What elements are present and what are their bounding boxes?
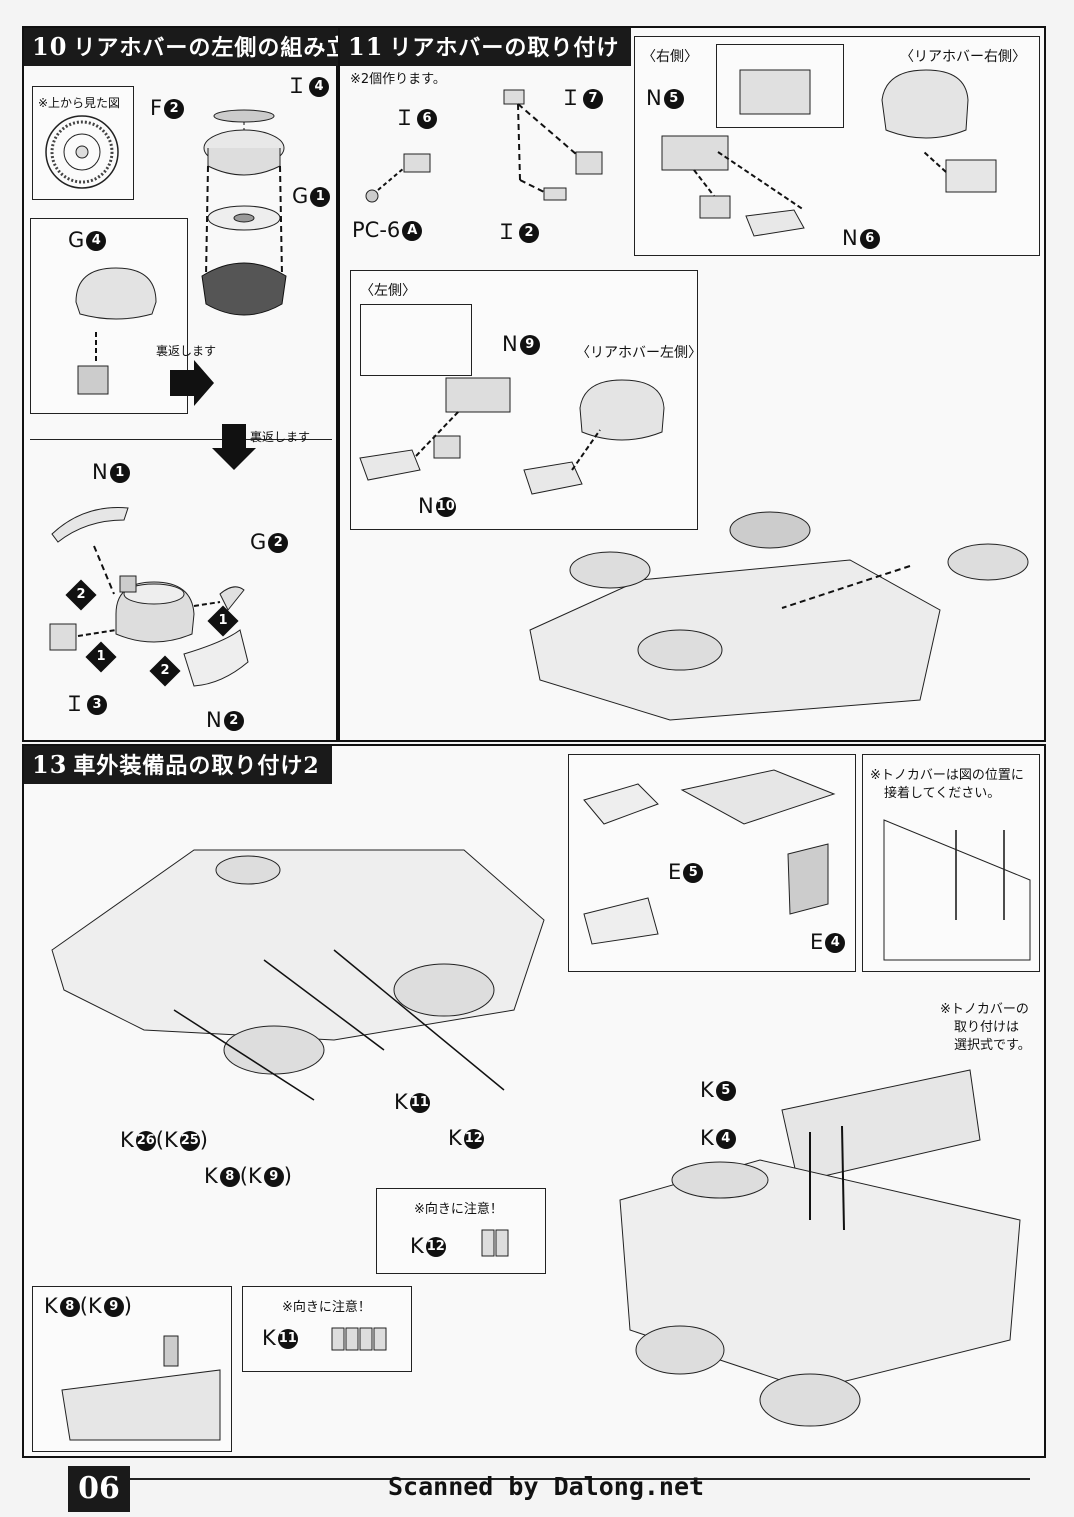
k12-part-illustration (481, 1229, 509, 1257)
tonneau-cover-illustration (583, 769, 836, 945)
k11-part-illustration (331, 1327, 387, 1351)
footer-bar (130, 1478, 1030, 1480)
fan-assembly-illustration (201, 109, 287, 316)
caution-note-k12: ※向きに注意！ (414, 1202, 503, 1217)
top-view-note: ※上から見た図 (38, 96, 121, 110)
k8-detail-illustration (61, 1335, 221, 1441)
tonneau-position-box (862, 754, 1040, 972)
left-side-tag: 〈左側〉 (360, 283, 416, 299)
order-badge-b: 1 (207, 605, 239, 637)
flip-note-2: 裏返します (250, 430, 311, 444)
tonneau-note-line2: 接着してください。 (884, 786, 1001, 801)
left-bracket-illustration (359, 377, 665, 495)
vehicle-left-side-illustration (51, 849, 545, 1101)
g4-cover-illustration (75, 267, 157, 395)
joint-parts-illustration (365, 89, 603, 203)
tonneau-note-line1: ※トノカバーは図の位置に (870, 768, 1024, 783)
caution-note-k11: ※向きに注意！ (282, 1300, 371, 1315)
optional-note-line2: 取り付けは (954, 1020, 1020, 1035)
make-two-note: ※2個作ります。 (350, 72, 446, 87)
fan-top-view-illustration (45, 115, 119, 189)
order-badge-c: 1 (85, 641, 117, 673)
left-rear-tag: 〈リアホバー左側〉 (576, 345, 702, 361)
page-number: 06 (68, 1466, 130, 1512)
tonneau-position-illustration (883, 819, 1031, 961)
hover-unit-assembly-illustration (49, 507, 249, 687)
optional-note-line1: ※トノカバーの (940, 1002, 1029, 1017)
k12-caution-box (376, 1188, 546, 1274)
right-bracket-illustration (661, 69, 997, 237)
vehicle-rear-hover-illustration (529, 511, 1029, 721)
step-10-divider (30, 439, 332, 440)
left-detail-box (360, 304, 472, 376)
flip-arrow-right (170, 360, 214, 406)
scan-credit: Scanned by Dalong.net (388, 1472, 705, 1501)
flip-note-1: 裏返します (156, 344, 217, 358)
order-badge-a: 2 (65, 579, 97, 611)
flip-arrow-down (212, 424, 256, 470)
right-side-tag: 〈右側〉 (642, 49, 698, 65)
vehicle-right-side-illustration (619, 1069, 1021, 1427)
optional-note-line3: 選択式です。 (954, 1038, 1031, 1053)
order-badge-d: 2 (149, 655, 181, 687)
right-rear-tag: 〈リアホバー右側〉 (900, 49, 1026, 65)
